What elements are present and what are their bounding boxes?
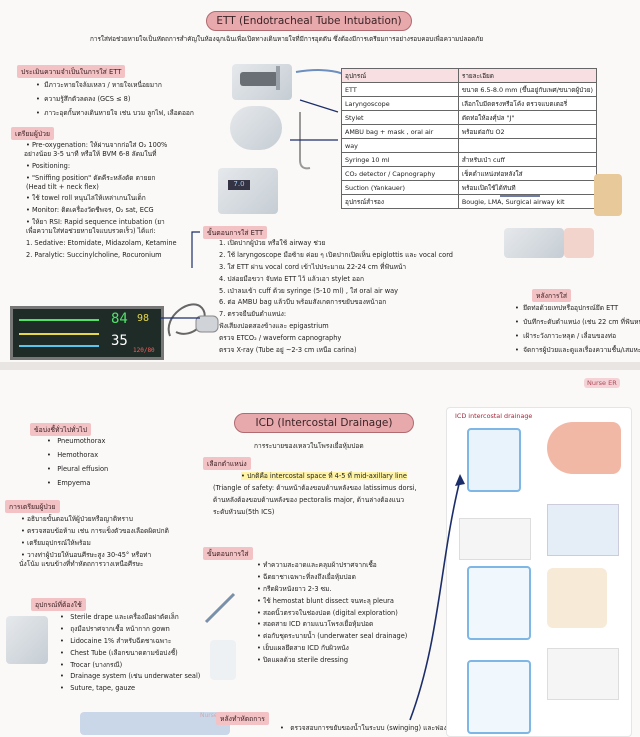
list-item: • Sterile drape และเครื่องมือผ่าตัดเล็ก [60,613,179,621]
bougie-image [504,228,564,258]
list-item: • จัดการผู้ป่วยและดูแลเรื่องความชื้น/เสม… [515,346,640,354]
list-item: • เฝ้าระวังภาวะหลุด / เลื่อนของท่อ [515,332,617,340]
gauze-pack-image [6,616,48,664]
section-divider [0,362,640,370]
list-item: • Empyema [47,479,91,487]
list-item: • Lidocaine 1% สำหรับฉีดชาเฉพาะ [60,636,172,645]
list-item: • Hemothorax [47,451,99,459]
list-item: • Pleural effusion [47,465,109,473]
icd-prep-text: • อธิบายขั้นตอนให้ผู้ป่วยหรือญาติทราบ • … [19,515,169,568]
bp-readout: 120/80 [133,347,155,354]
list-item: • Chest Tube (เลือกขนาดตามข้อบ่งชี้) [60,648,178,657]
icd-title: ICD (Intercostal Drainage) [234,413,414,433]
ett-after-header: หลังการใส่ [532,289,572,302]
ett-steps-list: 1. เปิดปากผู้ป่วย หรือใช้ airway ช่วย 2.… [219,239,453,355]
list-item: • Drainage system (เช่น underwater seal) [60,672,201,681]
list-item: • ทำความสะอาดและคลุมผ้าปราศจากเชื้อ [257,561,377,569]
list-item: 1. เปิดปากผู้ป่วย หรือใช้ airway ช่วย [219,239,326,247]
icd-equipment-header: อุปกรณ์ที่ต้องใช้ [31,598,86,611]
icd-diagram-title: ICD intercostal drainage [455,412,533,420]
list-item: • สอดสาย ICD ตามแนวโพรงเยื่อหุ้มปอด [257,620,374,629]
icd-site-text: • ปกติคือ intercostal space ที่ 4-5 ที่ … [213,472,417,516]
ett-steps-header: ขั้นตอนการใส่ ETT [203,226,268,239]
table-row: Suction (Yankauer)พร้อมเปิดใช้ได้ทันที [341,180,598,195]
list-item: 2. ใช้ laryngoscope มือซ้าย ค่อย ๆ เปิดป… [219,250,453,259]
ambu-bag-image [230,106,282,150]
gloves-image [594,174,622,216]
icd-equipment-list: • Sterile drape และเครื่องมือผ่าตัดเล็ก … [60,613,200,693]
list-item: • มีภาวะหายใจล้มเหลว / หายใจเหนื่อยมาก [36,81,162,89]
list-item: • ต่อกับชุดระบายน้ำ (underwater seal dra… [257,632,408,641]
icd-steps-list: • ทำความสะอาดและคลุมผ้าปราศจากเชื้อ • ฉี… [257,561,407,665]
stylet-image [299,112,311,170]
list-item: 6. ต่อ AMBU bag แล้วบีบ พร้อมสังเกตการขย… [219,298,387,307]
icd-prep-header: การเตรียมผู้ป่วย [5,500,60,513]
hr-readout: 84 [111,311,128,327]
list-item: • Pneumothorax [47,437,106,445]
list-item: • ถุงมือปราศจากเชื้อ หน้ากาก gown [60,624,170,633]
list-item: ฟังเสียงปอดสองข้างและ epigastrium [219,322,329,331]
pulse-oximeter-image [167,303,219,337]
watermark: Nurse ER [200,712,228,719]
icd-diagram: ICD intercostal drainage [446,407,632,737]
list-item: • Suture, tape, gauze [60,684,136,693]
list-item: ตรวจ X-ray (Tube อยู่ ~2-3 cm เหนือ cari… [219,346,357,355]
ett-prep-text: • Pre-oxygenation: ให้ผ่านจากก่อใส่ O₂ 1… [24,141,177,259]
list-item: • ความรู้สึกตัวลดลง (GCS ≤ 8) [36,95,131,103]
chest-tube-image [204,592,236,624]
list-item: 7. ตรวจยืนยันตำแหน่ง: [219,310,287,319]
list-item: • Trocar (บางกรณี) [60,660,123,669]
icd-steps-header: ขั้นตอนการใส่ [203,547,253,560]
list-item: • บันทึกระดับตำแหน่ง (เช่น 22 cm ที่ฟันห… [515,318,640,326]
icd-site-header: เลือกตำแหน่ง [203,457,251,470]
list-item: • ตรวจสอบการขยับของน้ำในระบบ (swinging) … [280,724,467,732]
list-item: ตรวจ ETCO₂ / waveform capnography [219,334,342,343]
list-item: 5. เป่าลมเข้า cuff ด้วย syringe (5-10 ml… [219,286,399,295]
lma-image [564,228,594,258]
list-item: • ภาวะอุดกั้นทางเดินหายใจ เช่น บวม ลูกไฟ… [36,109,194,117]
list-item: • ยึดท่อด้วยเทปหรืออุปกรณ์ยึด ETT [515,304,619,312]
list-item: 3. ใส่ ETT ผ่าน vocal cord เข้าไปประมาณ … [219,262,407,271]
ett-indications-header: ประเมินความจำเป็นในการใส่ ETT [17,65,126,78]
list-item: • กรีดผิวหนังยาว 2-3 ซม. [257,584,332,593]
ett-prep-header: เตรียมผู้ป่วย [11,127,54,140]
list-item: 4. ปล่อยมือขวา จับท่อ ETT ไว้ แล้วเอา st… [219,274,364,283]
table-row: way [341,138,598,153]
laryngoscope-image [232,64,292,100]
spo2-readout: 98 [137,313,150,324]
author-tag: Nurse ER [584,378,620,388]
list-item: • เย็บแผลยึดสาย ICD กับผิวหนัง [257,644,349,653]
icd-subtitle: การระบายของเหลวในโพรงเยื่อหุ้มปอด [254,442,364,450]
list-item: • สอดนิ้วตรวจในช่องปอด (digital explorat… [257,608,398,617]
suction-machine-image: 7.0 [218,168,278,214]
patient-monitor-image: 84 98 35 120/80 [10,306,164,360]
list-item: • ใช้ hemostat blunt dissect จนทะลุ pleu… [257,596,394,605]
icd-indications-header: ข้อบ่งชี้ทั่วไปทั่วไป [30,423,92,436]
table-row: อุปกรณ์รายละเอียด [341,68,598,83]
list-item: • ปิดแผลด้วย sterile dressing [257,656,349,665]
ett-title: ETT (Endotracheal Tube Intubation) [206,11,412,31]
drape-kit-image [80,712,230,735]
rr-readout: 35 [111,333,128,349]
lidocaine-vial-image [210,640,236,680]
ett-subtitle: การใส่ท่อช่วยหายใจเป็นหัตถการสำคัญในห้อง… [90,35,484,43]
list-item: • ฉีดยาชาเฉพาะที่ลงถึงเยื่อหุ้มปอด [257,572,356,581]
icd-after-header: หลังทำหัตถการ [216,712,269,725]
